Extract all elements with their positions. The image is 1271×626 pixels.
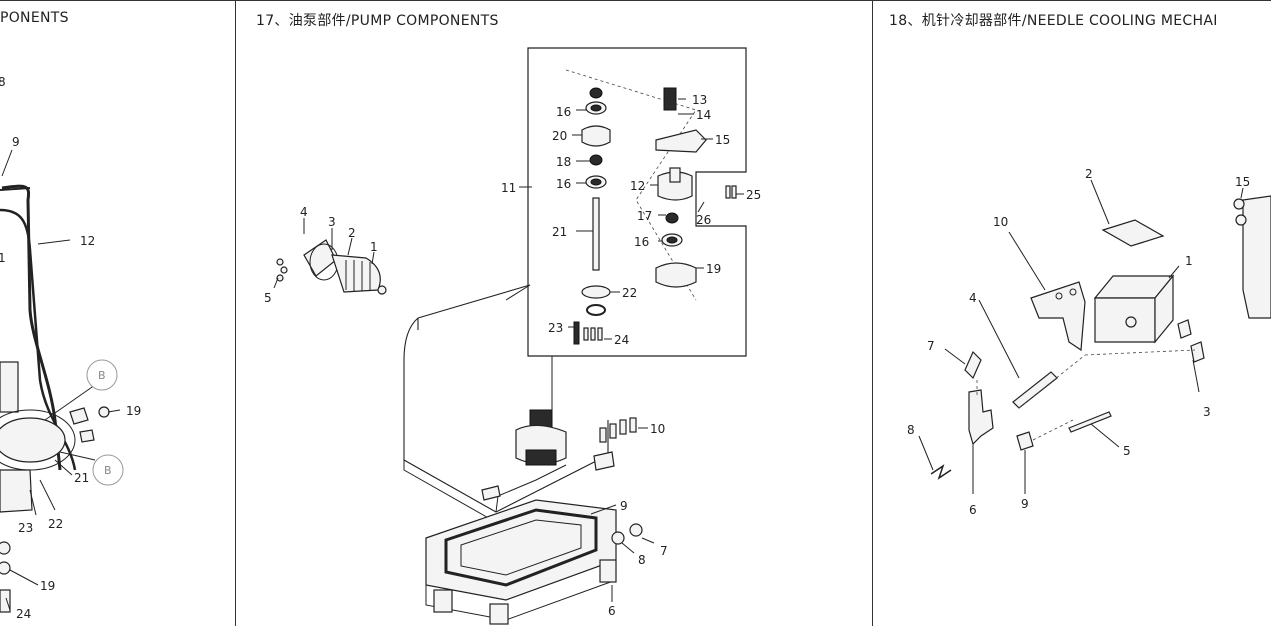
cooler-callout-1: 1 [1185, 254, 1193, 268]
left-callout-19-a: 19 [126, 404, 141, 418]
pump-callout-16-b: 16 [556, 177, 571, 191]
cooler-callout-7: 7 [927, 339, 935, 353]
left-exploded-diagram: 8 9 1 12 B 19 B 21 23 22 19 24 [0, 75, 141, 621]
cooler-callout-10: 10 [993, 215, 1008, 229]
cooler-callout-15: 15 [1235, 175, 1250, 189]
needle-cooling-exploded-diagram: 2 15 10 1 4 7 3 5 8 9 6 [907, 167, 1271, 517]
panel-right-title: 18、机针冷却器部件/NEEDLE COOLING MECHAI [889, 13, 1218, 29]
pump-callout-16-a: 16 [556, 105, 571, 119]
pump-callout-26: 26 [696, 213, 711, 227]
pump-callout-17: 17 [637, 209, 652, 223]
left-callout-19-b: 19 [40, 579, 55, 593]
cooler-callout-8: 8 [907, 423, 915, 437]
pump-callout-4: 4 [300, 205, 308, 219]
pump-callout-11: 11 [501, 181, 516, 195]
pump-callout-12: 12 [630, 179, 645, 193]
left-callout-8: 8 [0, 75, 6, 89]
pump-callout-23: 23 [548, 321, 563, 335]
pump-callout-20: 20 [552, 129, 567, 143]
pump-callout-21: 21 [552, 225, 567, 239]
pump-exploded-diagram: 13 14 15 16 20 18 16 11 12 25 26 17 16 2… [264, 47, 761, 625]
pump-callout-25: 25 [746, 188, 761, 202]
panel-left-title: PONENTS [0, 10, 69, 26]
left-callout-9: 9 [12, 135, 20, 149]
left-callout-1: 1 [0, 251, 6, 265]
cooler-callout-4: 4 [969, 291, 977, 305]
cooler-callout-9: 9 [1021, 497, 1029, 511]
panel-left: PONENTS [0, 0, 235, 626]
cooler-callout-3: 3 [1203, 405, 1211, 419]
cooler-callout-6: 6 [969, 503, 977, 517]
panel-right: 18、机针冷却器部件/NEEDLE COOLING MECHAI [873, 0, 1271, 626]
left-callout-21: 21 [74, 471, 89, 485]
pump-callout-15: 15 [715, 133, 730, 147]
oil-pan [425, 499, 617, 625]
left-callout-24: 24 [16, 607, 31, 621]
pump-callout-16-c: 16 [634, 235, 649, 249]
panel-divider-1 [235, 0, 236, 626]
pump-callout-9: 9 [620, 499, 628, 513]
left-callout-22: 22 [48, 517, 63, 531]
pump-callout-14: 14 [696, 108, 711, 122]
pump-callout-1: 1 [370, 240, 378, 254]
left-callout-12: 12 [80, 234, 95, 248]
pump-callout-19: 19 [706, 262, 721, 276]
pump-callout-7: 7 [660, 544, 668, 558]
pump-callout-10: 10 [650, 422, 665, 436]
pump-callout-5: 5 [264, 291, 272, 305]
panel-divider-2 [872, 0, 873, 626]
panel-middle: 17、油泵部件/PUMP COMPONENTS [236, 0, 872, 626]
pump-callout-24: 24 [614, 333, 629, 347]
left-callout-b-1: B [98, 369, 106, 382]
pump-callout-2: 2 [348, 226, 356, 240]
pump-callout-6: 6 [608, 604, 616, 618]
cooler-callout-2: 2 [1085, 167, 1093, 181]
panel-middle-title: 17、油泵部件/PUMP COMPONENTS [256, 13, 499, 29]
small-pump-assembly [276, 239, 387, 295]
pump-callout-18: 18 [556, 155, 571, 169]
pump-callout-3: 3 [328, 215, 336, 229]
left-callout-23: 23 [18, 521, 33, 535]
pump-callout-8: 8 [638, 553, 646, 567]
pump-callout-22: 22 [622, 286, 637, 300]
cooler-callout-5: 5 [1123, 444, 1131, 458]
left-callout-b-2: B [104, 464, 112, 477]
pump-callout-13: 13 [692, 93, 707, 107]
top-border [0, 0, 1271, 1]
